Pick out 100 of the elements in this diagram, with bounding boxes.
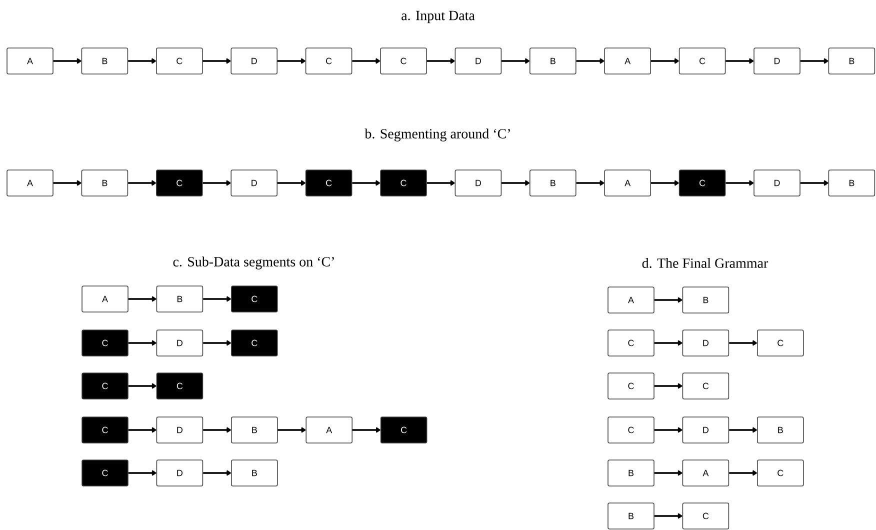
symbol-box: D	[454, 48, 502, 74]
symbol-box: D	[230, 170, 278, 196]
symbol-box: C	[608, 372, 654, 400]
section-title: b. Segmenting around ‘C’	[364, 128, 510, 142]
symbol-box: D	[156, 330, 204, 356]
symbol-box: D	[156, 416, 204, 444]
highlighted-box: C	[82, 416, 128, 444]
highlighted-box: C	[380, 416, 428, 444]
symbol-box: D	[682, 330, 730, 356]
highlighted-box: C	[231, 330, 278, 356]
connector	[654, 427, 682, 433]
connector	[203, 427, 231, 433]
connector	[729, 427, 757, 433]
symbol-box: C	[305, 48, 352, 74]
connector	[654, 470, 682, 476]
connector	[352, 58, 380, 64]
highlighted-box: C	[82, 330, 128, 356]
section-title: d. The Final Grammar	[642, 258, 768, 268]
symbol-box: C	[757, 460, 804, 486]
connector	[654, 297, 682, 303]
symbol-box: C	[682, 502, 730, 530]
symbol-box: C	[380, 48, 427, 74]
connector	[278, 180, 306, 186]
connector	[128, 470, 156, 476]
symbol-box: A	[604, 48, 651, 74]
connector	[502, 58, 530, 64]
highlighted-box: C	[678, 170, 726, 196]
connector	[726, 58, 754, 64]
symbol-box: A	[604, 170, 651, 196]
highlighted-box: C	[156, 170, 203, 196]
symbol-box: C	[608, 330, 654, 356]
connector	[53, 180, 82, 186]
connector	[203, 340, 231, 346]
connector	[654, 340, 682, 346]
connector	[651, 58, 679, 64]
symbol-box: B	[156, 286, 204, 312]
symbol-box: D	[156, 460, 204, 486]
connector	[426, 180, 455, 186]
connector	[576, 58, 604, 64]
highlighted-box: C	[156, 372, 204, 400]
highlighted-box: C	[82, 460, 128, 486]
connector	[729, 470, 757, 476]
symbol-box: B	[757, 416, 804, 444]
connector	[128, 427, 156, 433]
symbol-box: B	[682, 286, 730, 314]
connector	[128, 383, 156, 389]
section-title: a. Input Data	[402, 10, 475, 24]
symbol-box: B	[81, 170, 128, 196]
connector	[128, 340, 156, 346]
connector	[800, 58, 828, 64]
symbol-box: C	[678, 48, 726, 74]
symbol-box: D	[454, 170, 502, 196]
symbol-box: B	[530, 48, 576, 74]
connector	[278, 427, 306, 433]
symbol-box: A	[6, 170, 54, 196]
connector	[800, 180, 828, 186]
symbol-box: B	[81, 48, 128, 74]
connector	[128, 58, 156, 64]
symbol-box: C	[757, 330, 804, 356]
symbol-box: B	[231, 416, 278, 444]
symbol-box: B	[231, 460, 278, 486]
symbol-box: C	[608, 416, 654, 444]
connector	[203, 470, 231, 476]
connector	[202, 180, 231, 186]
highlighted-box: C	[380, 170, 427, 196]
symbol-box: A	[608, 286, 654, 314]
connector	[128, 180, 156, 186]
symbol-box: A	[6, 48, 54, 74]
connector	[654, 383, 682, 389]
connector	[203, 296, 231, 302]
symbol-box: A	[82, 286, 128, 312]
symbol-box: C	[156, 48, 203, 74]
symbol-box: C	[682, 372, 730, 400]
section-title: c. Sub-Data segments on ‘C’	[173, 256, 334, 270]
connector	[502, 180, 530, 186]
symbol-box: B	[608, 502, 654, 530]
symbol-box: D	[230, 48, 278, 74]
connector	[576, 180, 604, 186]
symbol-box: A	[682, 460, 730, 486]
symbol-box: B	[828, 170, 876, 196]
connector	[426, 58, 455, 64]
connector	[352, 180, 380, 186]
symbol-box: D	[754, 170, 800, 196]
symbol-box: B	[828, 48, 876, 74]
symbol-box: B	[530, 170, 576, 196]
connector	[651, 180, 679, 186]
highlighted-box: C	[305, 170, 352, 196]
symbol-box: D	[754, 48, 800, 74]
connector	[202, 58, 231, 64]
connector	[654, 513, 682, 519]
connector	[53, 58, 82, 64]
connector	[128, 296, 156, 302]
symbol-box: A	[306, 416, 352, 444]
connector	[726, 180, 754, 186]
highlighted-box: C	[82, 372, 128, 400]
symbol-box: B	[608, 460, 654, 486]
connector	[729, 340, 757, 346]
connector	[352, 427, 380, 433]
highlighted-box: C	[231, 286, 278, 312]
symbol-box: D	[682, 416, 730, 444]
